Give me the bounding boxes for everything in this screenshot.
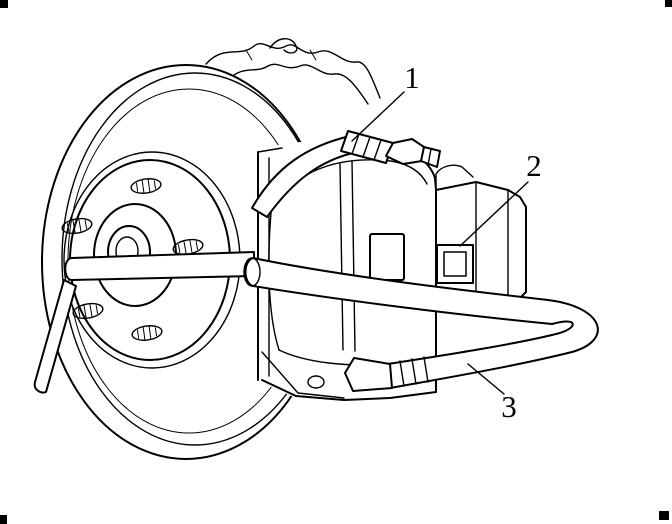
caliper-silhouette — [256, 138, 526, 400]
loop-end-cap — [243, 257, 261, 287]
callout-line-1 — [351, 91, 405, 142]
wheel-stud — [61, 217, 93, 235]
wheel-studs — [61, 178, 204, 341]
hose-loop — [243, 257, 599, 392]
callout-label-3: 3 — [501, 389, 517, 424]
callout-label-1: 1 — [404, 60, 420, 95]
corner-mark — [665, 0, 672, 7]
pry-bar — [33, 251, 255, 394]
corner-mark — [0, 515, 7, 524]
callout-label-2: 2 — [526, 148, 542, 183]
corner-mark — [0, 0, 8, 8]
caliper-bolt — [307, 375, 325, 389]
caliper-housing — [435, 181, 527, 305]
callout-line-3 — [467, 363, 505, 395]
torn-body-lines — [205, 38, 381, 105]
wheel-stud — [131, 325, 163, 341]
callout-line-2 — [459, 181, 529, 247]
corner-mark — [659, 511, 669, 520]
loop-lower-fitting — [344, 357, 393, 392]
wheel-stud — [72, 302, 104, 320]
callouts: 1 2 3 — [351, 60, 542, 424]
wheel-stud — [130, 178, 162, 194]
